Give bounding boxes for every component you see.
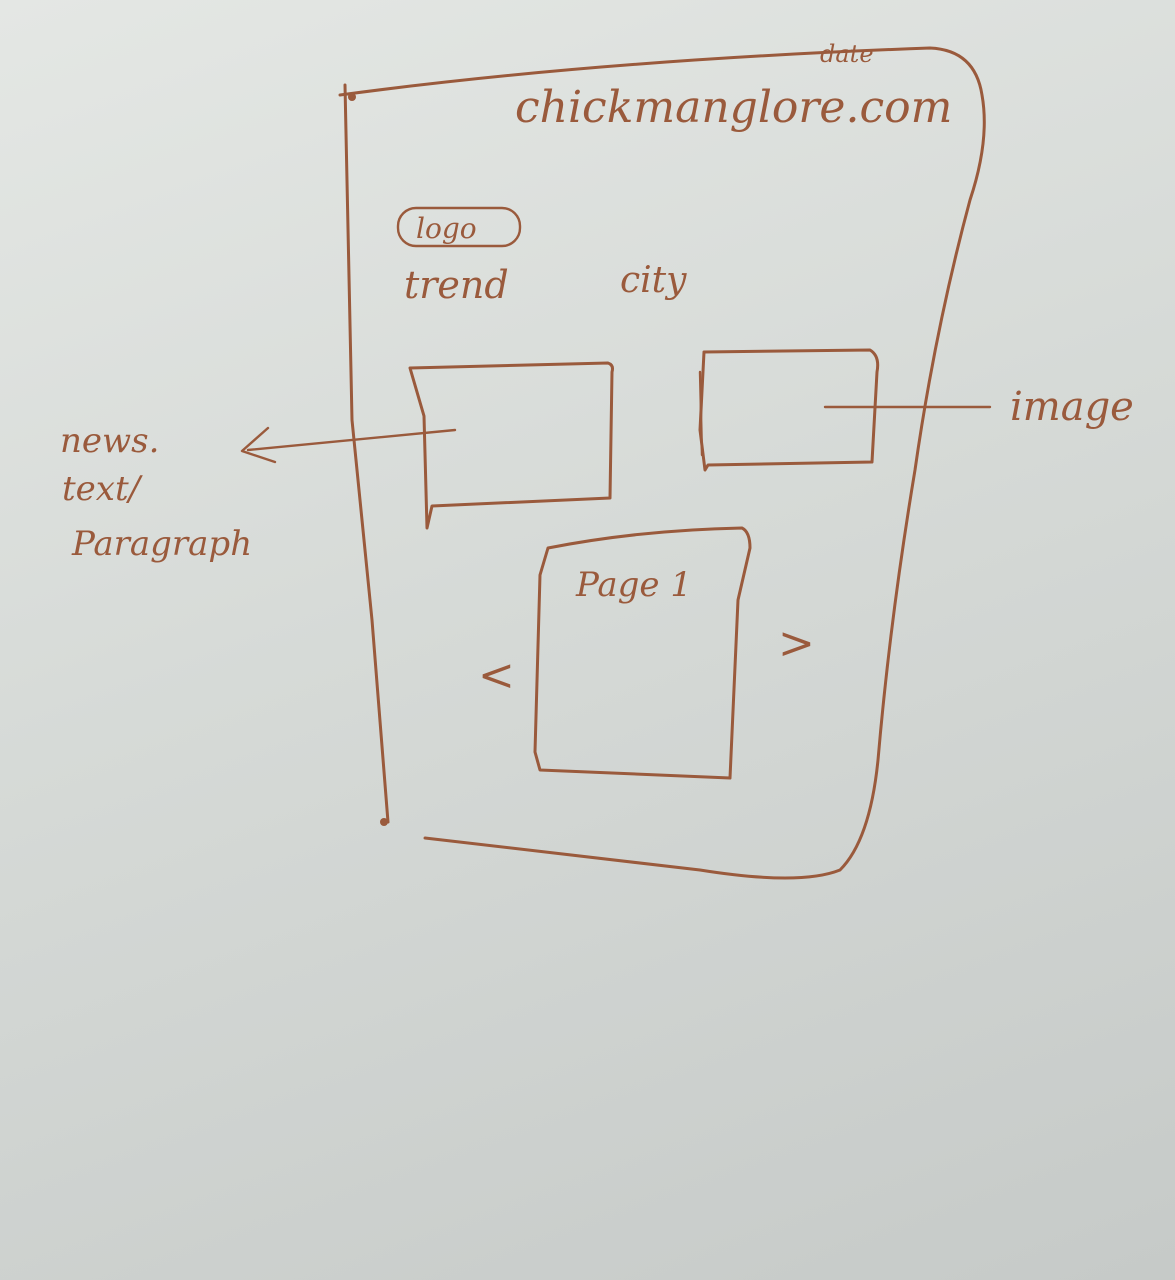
image-annotation: image bbox=[1010, 384, 1134, 430]
page-label: Page 1 bbox=[575, 565, 692, 605]
page-frame bbox=[338, 46, 986, 880]
nav-trend: trend bbox=[404, 263, 509, 307]
nav-city: city bbox=[620, 260, 687, 301]
logo-badge: logo bbox=[396, 206, 522, 248]
news-annotation-line1: news. bbox=[60, 421, 159, 461]
logo-label: logo bbox=[416, 212, 477, 245]
page-card bbox=[533, 526, 752, 780]
news-box bbox=[408, 361, 614, 530]
news-annotation-arrow bbox=[240, 426, 457, 464]
next-page-arrow[interactable]: > bbox=[778, 618, 815, 669]
news-annotation-line2: text/ bbox=[62, 469, 144, 509]
site-name: chickmanglore.com bbox=[515, 82, 952, 133]
news-annotation-line3: Paragraph bbox=[71, 524, 252, 564]
prev-page-arrow[interactable]: < bbox=[478, 650, 515, 701]
date-label: date bbox=[820, 40, 874, 68]
image-box bbox=[698, 348, 880, 472]
